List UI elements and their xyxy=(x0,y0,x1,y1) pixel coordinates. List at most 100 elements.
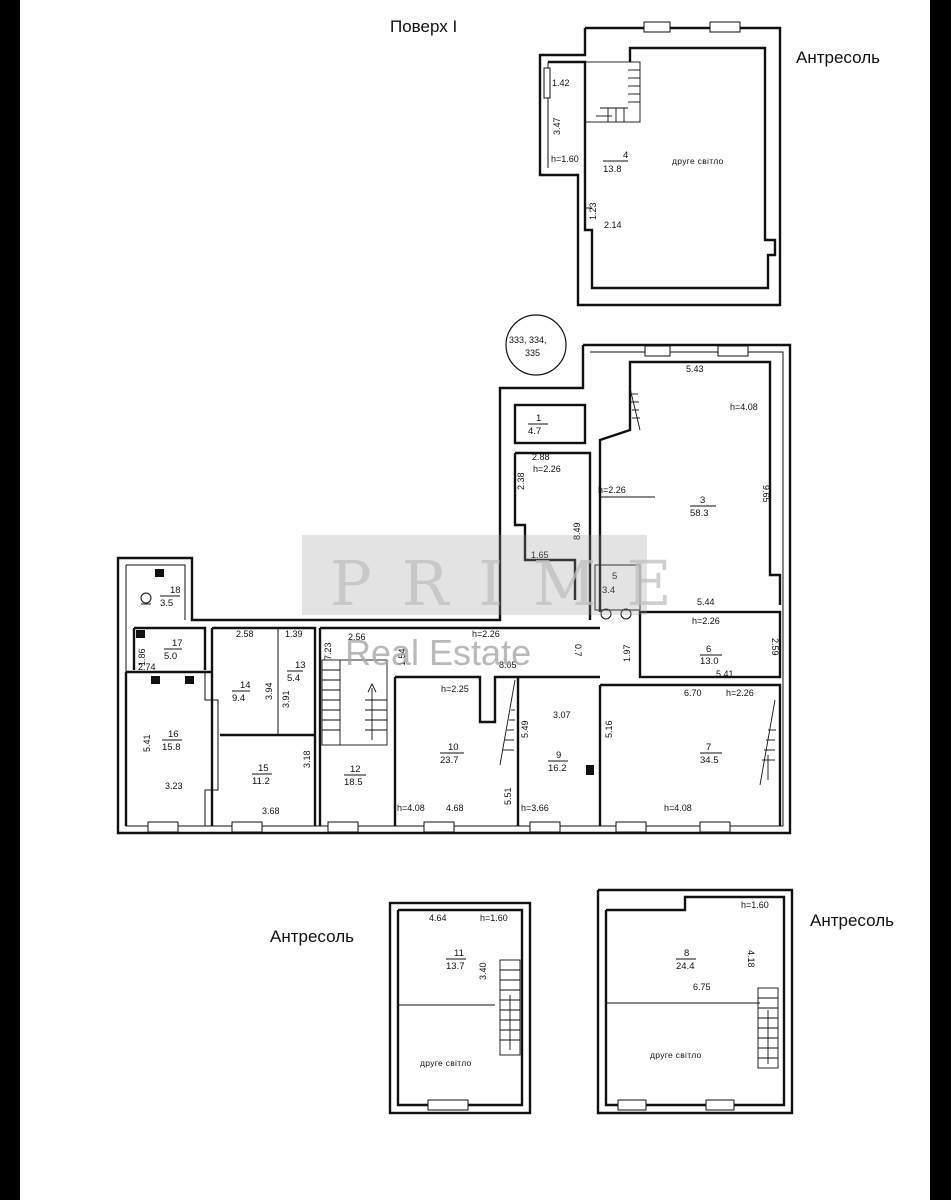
dim-3-40: 3.40 xyxy=(478,962,488,980)
dim-h-2-25: h=2.25 xyxy=(441,684,469,694)
dim-5-49: 5.49 xyxy=(520,720,530,738)
dim-2-59: 2.59 xyxy=(770,638,780,656)
room-18-number: 18 xyxy=(170,585,181,596)
room-9-number: 9 xyxy=(556,750,561,761)
room-13-number: 13 xyxy=(295,660,306,671)
dim-h-4-08-b: h=4.08 xyxy=(397,803,425,813)
room-16-area: 15.8 xyxy=(162,742,181,753)
dim-3-07: 3.07 xyxy=(553,710,571,720)
dim-2-38: 2.38 xyxy=(516,472,526,490)
dim-8-05: 8.05 xyxy=(499,660,517,670)
stair-left-mezzanine xyxy=(499,959,521,1056)
room-6-number: 6 xyxy=(706,644,711,655)
right-mezzanine-plan: h=1.60 8 24.4 4.18 6.75 друге світло xyxy=(596,888,794,1115)
room-10-number: 10 xyxy=(448,742,459,753)
dim-8-49: 8.49 xyxy=(572,522,582,540)
dim-1-42: 1.42 xyxy=(552,78,570,88)
dim-h-2-26-d: h=2.26 xyxy=(472,629,500,639)
floor-plan-sheet: Поверх I Антресоль Антресоль Антресоль 1… xyxy=(20,0,930,1200)
double-light-label-left: друге світло xyxy=(420,1058,472,1068)
room-11-area: 13.7 xyxy=(446,961,465,972)
dim-h-1-60-left: h=1.60 xyxy=(480,913,508,923)
room-7-area: 34.5 xyxy=(700,755,719,766)
room-10-area: 23.7 xyxy=(440,755,459,766)
room-15-area: 11.2 xyxy=(252,776,270,787)
dim-5-41-a: 5.41 xyxy=(716,669,734,679)
dim-2-56: 2.56 xyxy=(348,632,366,642)
room-13-area: 5.4 xyxy=(287,673,300,684)
top-mezzanine-plan: 1.42 3.47 h=1.60 4 13.8 друге світло 1.2… xyxy=(538,21,782,307)
dim-5-44: 5.44 xyxy=(697,597,715,607)
mezzanine-heading-top: Антресоль xyxy=(796,48,880,67)
dim-3-47: 3.47 xyxy=(552,117,562,135)
floor-heading: Поверх I xyxy=(390,17,457,36)
room-9-area: 16.2 xyxy=(548,763,567,774)
dim-h-1-60-top: h=1.60 xyxy=(551,154,579,164)
room-8-number: 8 xyxy=(684,948,689,959)
room-16-number: 16 xyxy=(168,729,179,740)
stair-room-12 xyxy=(321,659,388,746)
dim-h-2-26-a: h=2.26 xyxy=(533,464,561,474)
room-3-number: 3 xyxy=(700,495,705,506)
stair-room-3 xyxy=(629,387,641,431)
dim-6-70: 6.70 xyxy=(684,688,702,698)
room-1-area: 4.7 xyxy=(528,426,541,437)
room-4-number: 4 xyxy=(623,150,628,161)
dim-3-23: 3.23 xyxy=(165,781,183,791)
dim-3-18: 3.18 xyxy=(302,750,312,768)
stair-room-10 xyxy=(499,679,516,766)
room-center-area: 0.7 xyxy=(573,644,583,657)
dim-2-88: 2.88 xyxy=(532,452,550,462)
dim-2-58: 2.58 xyxy=(236,629,254,639)
mezzanine-heading-right: Антресоль xyxy=(810,911,894,930)
room-14-number: 14 xyxy=(240,680,251,691)
watermark: PRIME Real Estate xyxy=(302,535,702,673)
dim-5-51: 5.51 xyxy=(503,787,513,805)
room-18-area: 3.5 xyxy=(160,598,173,609)
room-1-number: 1 xyxy=(536,413,541,424)
dim-1-54: 1.54 xyxy=(397,648,407,666)
stair-room-7 xyxy=(759,699,776,786)
room-17-number: 17 xyxy=(172,638,183,649)
watermark-subtitle: Real Estate xyxy=(345,632,531,673)
dim-3-91: 3.91 xyxy=(281,690,291,708)
dim-h-4-08-a: h=4.08 xyxy=(730,402,758,412)
dim-1-97: 1.97 xyxy=(622,644,632,662)
dim-4-18: 4.18 xyxy=(746,950,756,968)
dim-2-74: 2.74 xyxy=(138,662,156,672)
stair-right-mezzanine xyxy=(757,987,779,1069)
dim-1-86: 1.86 xyxy=(137,648,147,666)
room-12-number: 12 xyxy=(350,764,361,775)
dim-1-65: 1.65 xyxy=(531,550,549,560)
dim-9-65: 9.65 xyxy=(761,485,771,503)
dim-3-68: 3.68 xyxy=(262,806,280,816)
room-17-area: 5.0 xyxy=(164,651,177,662)
main-floor-plan: 333, 334, 335 1 4.7 2.88 2.38 h=2.26 8.4… xyxy=(116,314,792,835)
dim-h-2-26-e: h=2.26 xyxy=(726,688,754,698)
dim-1-39: 1.39 xyxy=(285,629,303,639)
dim-4-64: 4.64 xyxy=(429,913,447,923)
dim-h-3-66: h=3.66 xyxy=(521,803,549,813)
room-8-area: 24.4 xyxy=(676,961,695,972)
dim-6-75: 6.75 xyxy=(693,982,711,992)
dim-5-16: 5.16 xyxy=(604,720,614,738)
room-11-number: 11 xyxy=(454,948,464,959)
dim-h-2-26-c: h=2.26 xyxy=(692,616,720,626)
dim-h-2-26-b: h=2.26 xyxy=(598,485,626,495)
mezzanine-heading-left: Антресоль xyxy=(270,927,354,946)
double-light-label-right: друге світло xyxy=(650,1050,702,1060)
watermark-brand: PRIME xyxy=(330,547,702,620)
floor-plan-drawing: Поверх I Антресоль Антресоль Антресоль 1… xyxy=(116,17,894,1115)
room-3-area: 58.3 xyxy=(690,508,709,519)
dim-5-41-b: 5.41 xyxy=(142,734,152,752)
dim-7-23: 7.23 xyxy=(323,642,333,660)
room-6-area: 13.0 xyxy=(700,656,719,667)
room-7-number: 7 xyxy=(706,742,711,753)
stair-top-mezzanine xyxy=(584,61,641,123)
room-4-area: 13.8 xyxy=(603,164,622,175)
dim-1-23: 1.23 xyxy=(588,202,598,220)
room-5-number: 5 xyxy=(612,571,617,582)
left-mezzanine-plan: 4.64 h=1.60 11 13.7 3.40 друге світло xyxy=(388,901,532,1115)
cadastral-line-1: 333, 334, xyxy=(509,335,547,345)
dim-4-68: 4.68 xyxy=(446,803,464,813)
